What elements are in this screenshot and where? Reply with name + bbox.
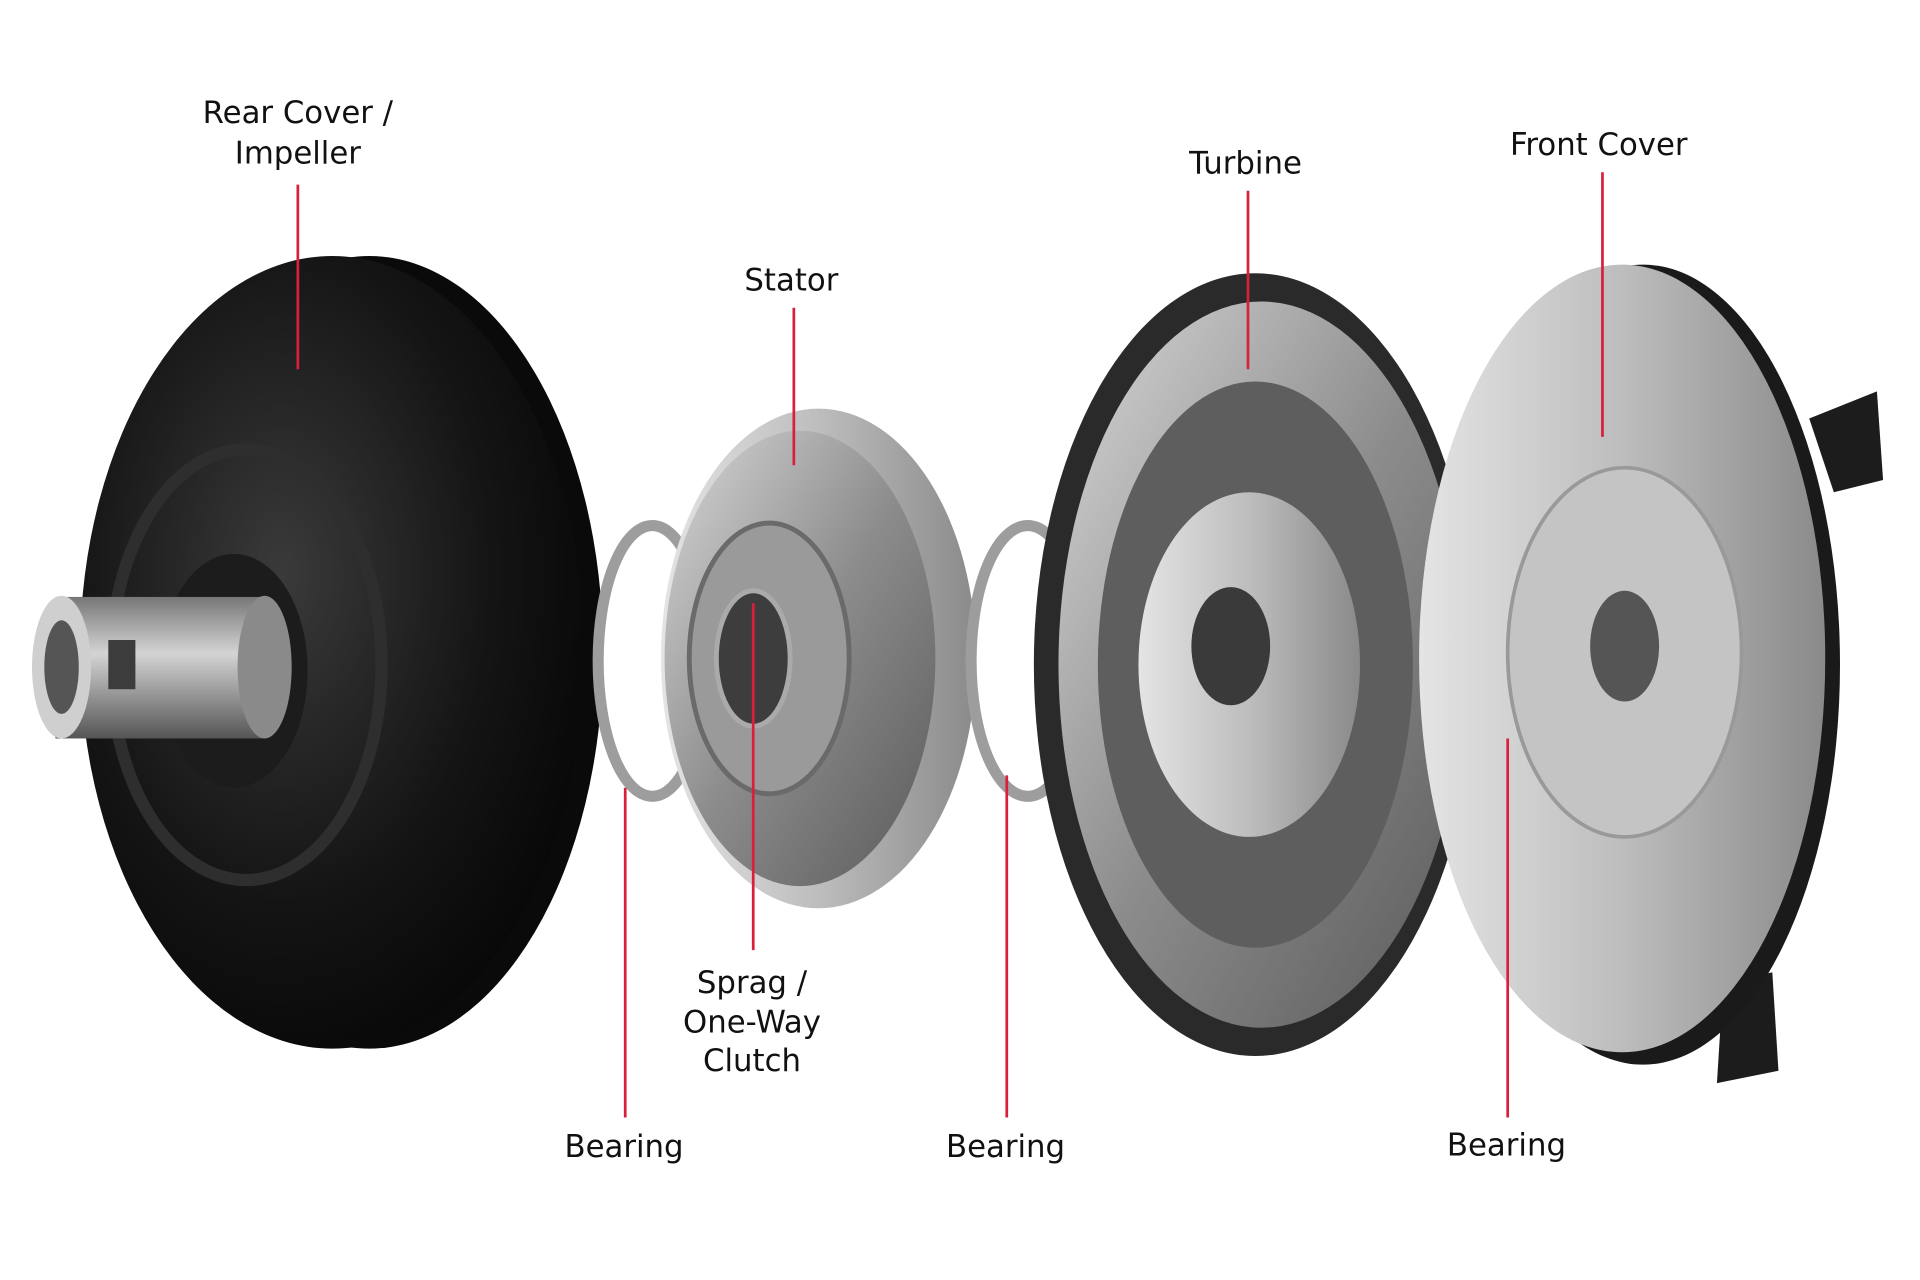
label-sprag-line1: Sprag /: [697, 965, 808, 1001]
label-turbine: Turbine: [1188, 146, 1302, 182]
impeller-rear-cover: [32, 256, 604, 1049]
label-sprag-line3: Clutch: [703, 1043, 801, 1079]
label-bearing-1: Bearing: [564, 1129, 683, 1165]
label-bearing-2: Bearing: [946, 1129, 1065, 1165]
turbine: [1033, 273, 1477, 1056]
front-cover: [1419, 264, 1884, 1084]
label-sprag-line2: One-Way: [683, 1005, 821, 1041]
label-rear-cover-line1: Rear Cover /: [203, 95, 394, 131]
label-stator: Stator: [744, 262, 838, 298]
label-front-cover: Front Cover: [1510, 127, 1688, 163]
label-bearing-3: Bearing: [1447, 1128, 1566, 1164]
stator: [660, 408, 976, 909]
label-rear-cover-line2: Impeller: [235, 136, 361, 172]
